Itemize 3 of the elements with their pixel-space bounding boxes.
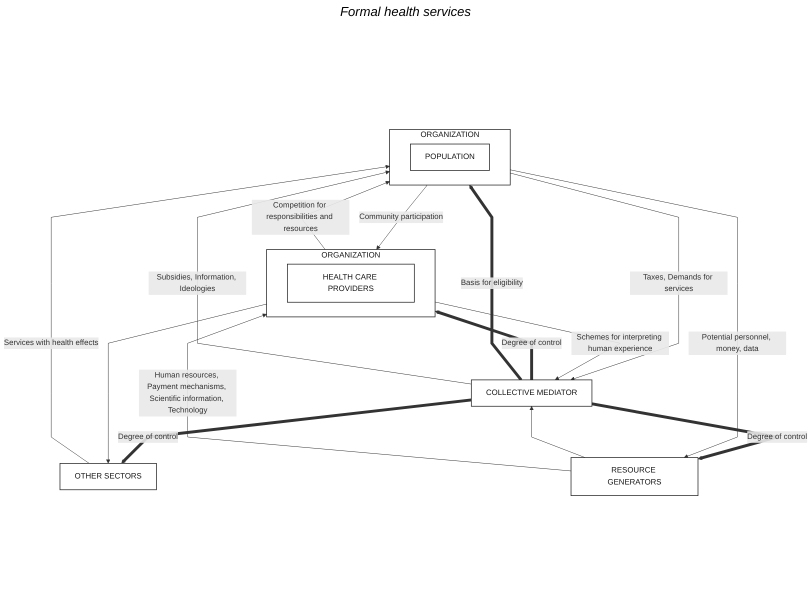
arrow xyxy=(469,184,522,381)
note-text: Formal health services xyxy=(340,4,471,19)
arrow xyxy=(121,398,472,464)
